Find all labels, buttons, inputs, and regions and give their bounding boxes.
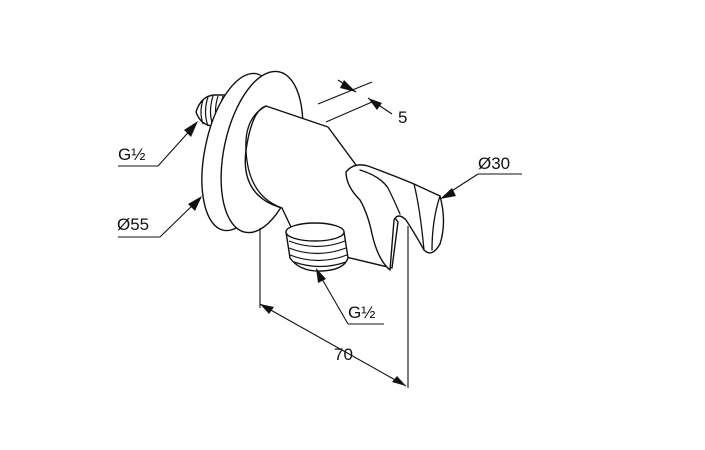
inlet-thread-leader: G½	[118, 121, 198, 167]
wall-gap-label: 5	[398, 108, 407, 127]
depth-arrowhead-start	[260, 304, 274, 314]
inlet-thread-label: G½	[118, 145, 145, 164]
depth-arrowhead-end	[392, 376, 406, 386]
outlet-thread	[285, 222, 349, 272]
wall-gap-dimension: 5	[317, 79, 407, 127]
depth-label: 70	[334, 345, 353, 364]
depth-dimension: 70	[259, 226, 409, 388]
holder-fork	[345, 164, 445, 271]
flange-diameter-arrowhead	[188, 196, 202, 211]
holder-diameter-arrowhead	[440, 188, 456, 199]
inlet-thread-arrowhead	[184, 121, 198, 137]
holder-diameter-label: Ø30	[478, 154, 510, 173]
outlet-thread-label: G½	[348, 303, 375, 322]
holder-diameter-leader: Ø30	[440, 154, 522, 199]
wall-gap-arrowhead-bottom	[368, 98, 382, 110]
outlet-thread-leader: G½	[316, 268, 384, 325]
outlet-thread-arrowhead	[316, 268, 326, 283]
wall-gap-arrowhead-top	[340, 80, 356, 92]
flange-diameter-label: Ø55	[117, 215, 149, 234]
flange-diameter-leader: Ø55	[117, 196, 202, 238]
